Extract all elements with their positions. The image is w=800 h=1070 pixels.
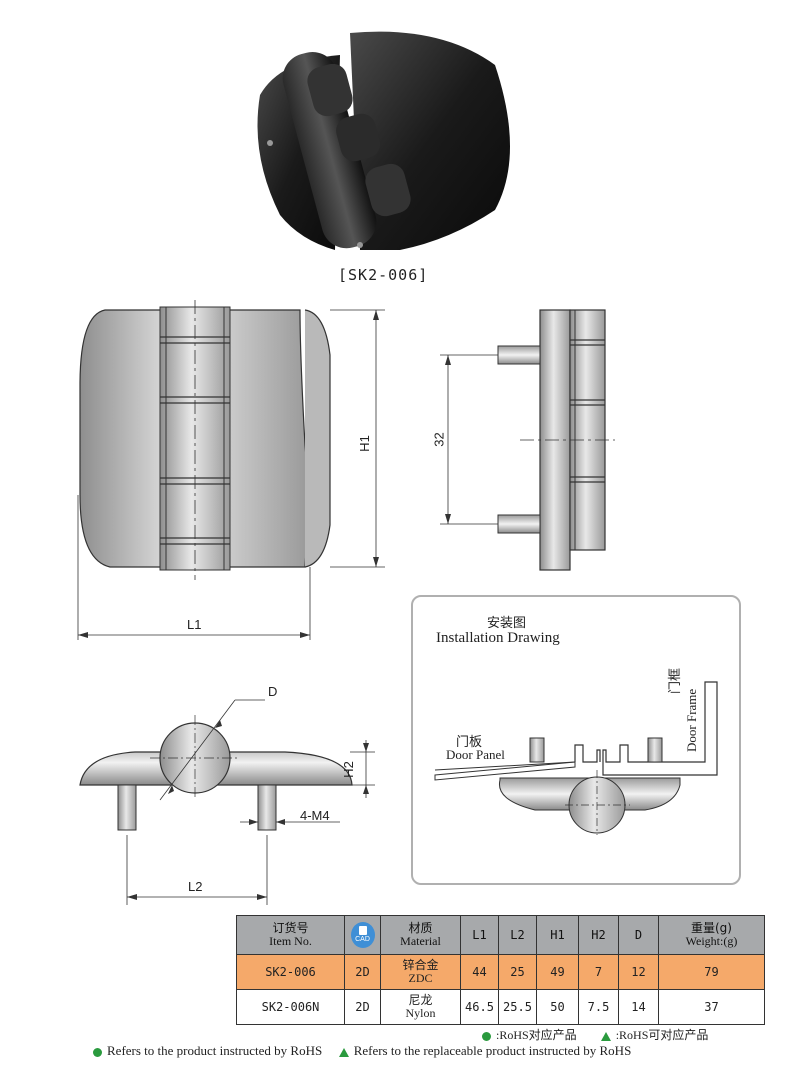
hole-spacing-label: 32 (431, 432, 447, 447)
door-panel-label-cn: 门板 (456, 735, 483, 750)
installation-panel (411, 595, 741, 885)
legend-rohs-en-line: Refers to the product instructed by RoHS… (93, 1043, 631, 1059)
header-d: D (618, 915, 659, 955)
cad-icon: CAD (350, 922, 375, 948)
rohs-triangle-icon (600, 1031, 611, 1041)
side-view-drawing (440, 309, 615, 571)
h2-label: H2 (340, 761, 356, 778)
installation-title-en: Installation Drawing (436, 630, 560, 646)
rohs-triangle-icon (338, 1047, 349, 1057)
rohs-dot-icon (482, 1031, 491, 1041)
rohs-dot-icon (93, 1047, 102, 1057)
l1-label: L1 (187, 617, 202, 632)
l2-label: L2 (188, 879, 203, 894)
h1-label: H1 (356, 435, 372, 452)
header-h1: H1 (536, 915, 579, 955)
installation-drawing (434, 681, 718, 835)
thread-label: 4-M4 (300, 808, 330, 823)
header-weight: 重量(g)Weight:(g) (658, 915, 765, 955)
header-l1: L1 (460, 915, 499, 955)
header-cad: CAD (344, 915, 381, 955)
product-photo (257, 31, 510, 250)
installation-title-cn: 安装图 (487, 616, 527, 631)
header-l2: L2 (498, 915, 537, 955)
bottom-view-drawing (79, 699, 375, 905)
header-h2: H2 (578, 915, 619, 955)
front-view-drawing (77, 300, 385, 640)
product-caption: [SK2-006] (338, 266, 429, 284)
d-label: D (268, 684, 278, 699)
legend-rohs-cn-line: :RoHS对应产品 :RoHS可对应产品 (482, 1026, 708, 1043)
door-panel-label-en: Door Panel (446, 747, 505, 762)
